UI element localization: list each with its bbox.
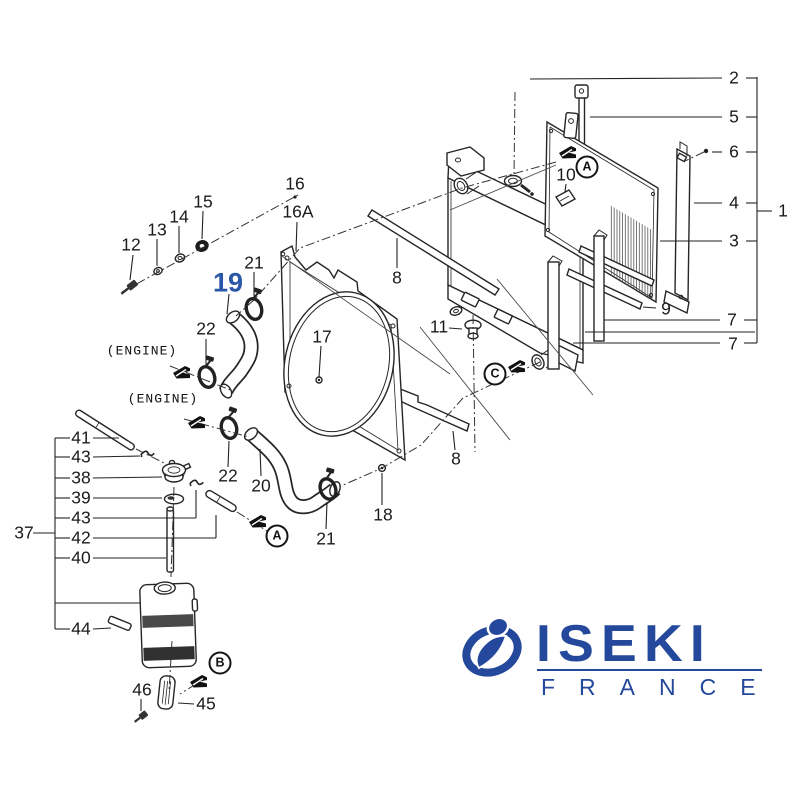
part-number-20: 20	[251, 475, 271, 496]
part-number-22: 22	[218, 465, 238, 486]
part-number-38: 38	[71, 467, 91, 488]
part-number-16: 16	[285, 173, 305, 194]
mount-bolt	[134, 710, 149, 723]
reservoir-cap	[161, 459, 192, 483]
part-number-7: 7	[728, 333, 738, 354]
seal-bars	[547, 229, 655, 370]
part-number-10: 10	[556, 164, 576, 185]
part-number-45: 45	[196, 693, 216, 714]
part-number-15: 15	[193, 191, 213, 212]
part-number-4: 4	[729, 192, 739, 213]
connection-flag-icon	[187, 415, 206, 430]
detail-marker-B: B	[208, 651, 232, 675]
logo-region-text: FRANCE	[541, 674, 780, 700]
connector-tube	[205, 489, 237, 513]
engine-connection-label: (ENGINE)	[127, 391, 199, 407]
logo-divider	[537, 669, 762, 671]
connection-flag-icon	[189, 674, 208, 689]
reservoir-tank	[139, 581, 199, 669]
part-number-7: 7	[727, 309, 737, 330]
part-number-19: 19	[212, 267, 244, 298]
guide-lines	[281, 164, 594, 441]
drain-tube	[107, 615, 132, 631]
hose-clamp	[239, 283, 271, 323]
reservoir-assembly	[74, 409, 237, 723]
part-number-8: 8	[451, 448, 461, 469]
part-number-22: 22	[196, 318, 216, 339]
overflow-tube	[74, 409, 135, 451]
part-number-44: 44	[71, 618, 91, 639]
part-number-18: 18	[373, 504, 393, 525]
upper-hose	[218, 310, 259, 399]
radiator-filler-neck	[503, 174, 534, 196]
part-number-11: 11	[429, 316, 449, 337]
bolt-and-washers	[120, 240, 209, 295]
part-number-41: 41	[71, 427, 91, 448]
bracket-plate	[554, 189, 577, 207]
connection-flag-icon	[248, 514, 267, 529]
engine-connection-label: (ENGINE)	[106, 343, 178, 359]
part-number-1: 1	[778, 200, 788, 221]
part-number-14: 14	[169, 206, 189, 227]
tube-clip	[188, 478, 205, 489]
logo-brand-text: ISEKI	[536, 615, 712, 673]
hose-clamp	[191, 351, 225, 392]
part-number-21: 21	[244, 252, 264, 273]
iseki-logo-mark	[462, 616, 522, 677]
part-number-40: 40	[71, 547, 91, 568]
part-number-8: 8	[392, 267, 402, 288]
center-lines	[121, 91, 705, 695]
part-number-2: 2	[729, 67, 739, 88]
part-number-9: 9	[661, 298, 671, 319]
radiator-outlet-pipe	[531, 347, 557, 370]
part-number-5: 5	[729, 106, 739, 127]
part-number-43: 43	[71, 507, 91, 528]
part-number-21: 21	[316, 528, 336, 549]
part-number-37: 37	[14, 522, 34, 543]
part-number-42: 42	[71, 527, 91, 548]
connection-flag-icon	[507, 359, 526, 374]
mount-plate	[157, 675, 176, 710]
radiator-upper-bracket	[446, 146, 485, 177]
detail-marker-A: A	[265, 524, 289, 548]
part-number-12: 12	[121, 234, 141, 255]
part-number-16A: 16A	[282, 201, 314, 222]
part-number-39: 39	[71, 487, 91, 508]
mounting-bar-upper	[367, 209, 500, 296]
part-number-46: 46	[132, 679, 152, 700]
part-number-43: 43	[71, 446, 91, 467]
part-number-17: 17	[312, 326, 332, 347]
detail-marker-A: A	[575, 155, 599, 179]
part-number-6: 6	[729, 141, 739, 162]
fan-shroud	[280, 244, 406, 462]
leader-lines	[33, 77, 772, 711]
side-frame	[663, 141, 691, 315]
part-number-3: 3	[729, 230, 739, 251]
part-number-13: 13	[147, 219, 167, 240]
detail-marker-C: C	[483, 362, 507, 386]
